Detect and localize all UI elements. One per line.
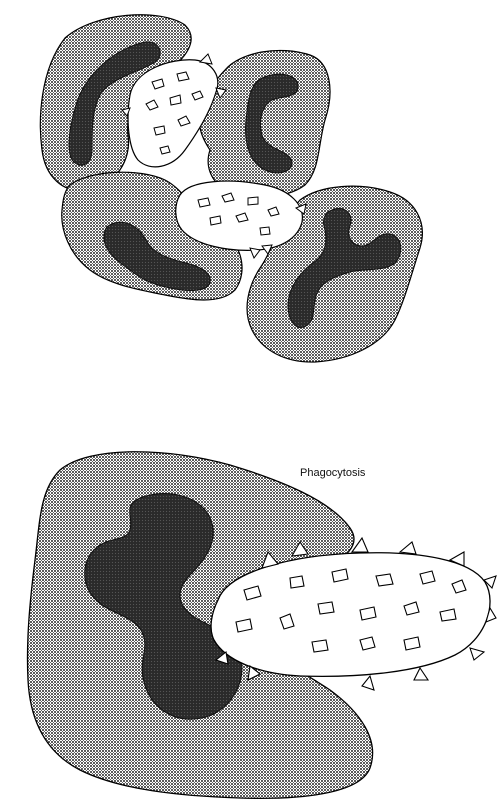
cytoplasm bbox=[200, 50, 330, 197]
bottom-panel: Phagocytosis bbox=[27, 452, 496, 799]
bacterium-outline bbox=[128, 60, 218, 167]
phagocytosis-label: Phagocytosis bbox=[300, 466, 460, 480]
top-panel bbox=[40, 15, 422, 362]
cell-top-right bbox=[200, 50, 330, 197]
